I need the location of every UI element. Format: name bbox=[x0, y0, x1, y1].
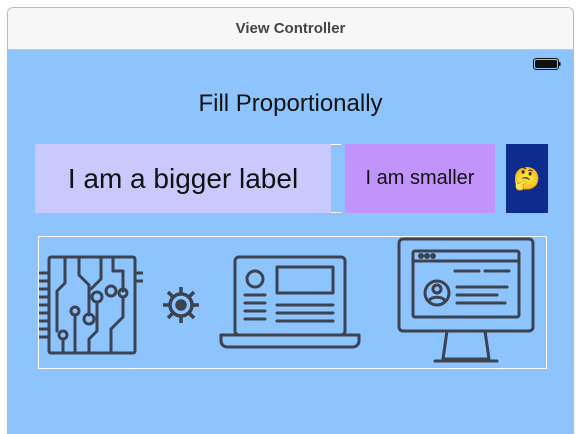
page-title[interactable]: Fill Proportionally bbox=[198, 90, 383, 117]
stack-spacer bbox=[331, 144, 341, 213]
titlebar: View Controller bbox=[8, 8, 573, 50]
image-stack-view[interactable] bbox=[38, 236, 547, 369]
battery-icon bbox=[533, 58, 561, 70]
label-stack-view[interactable]: I am a bigger label I am smaller 🤔 bbox=[35, 144, 548, 213]
gear-icon[interactable] bbox=[159, 283, 203, 327]
desktop-monitor-icon[interactable] bbox=[395, 237, 537, 367]
bigger-label-text: I am a bigger label bbox=[67, 162, 299, 194]
smaller-label-text: I am smaller bbox=[365, 167, 475, 189]
emoji-label[interactable]: 🤔 bbox=[506, 144, 548, 213]
smaller-label[interactable]: I am smaller bbox=[345, 144, 495, 213]
thinking-face-icon: 🤔 bbox=[513, 165, 541, 191]
view-controller-canvas[interactable]: Fill Proportionally I am a bigger label … bbox=[8, 50, 573, 434]
circuit-board-icon[interactable] bbox=[39, 251, 143, 355]
bigger-label[interactable]: I am a bigger label bbox=[35, 144, 331, 213]
window-title: View Controller bbox=[235, 20, 346, 37]
laptop-icon[interactable] bbox=[219, 251, 361, 353]
window: View Controller Fill Proportionally I am… bbox=[7, 7, 574, 434]
